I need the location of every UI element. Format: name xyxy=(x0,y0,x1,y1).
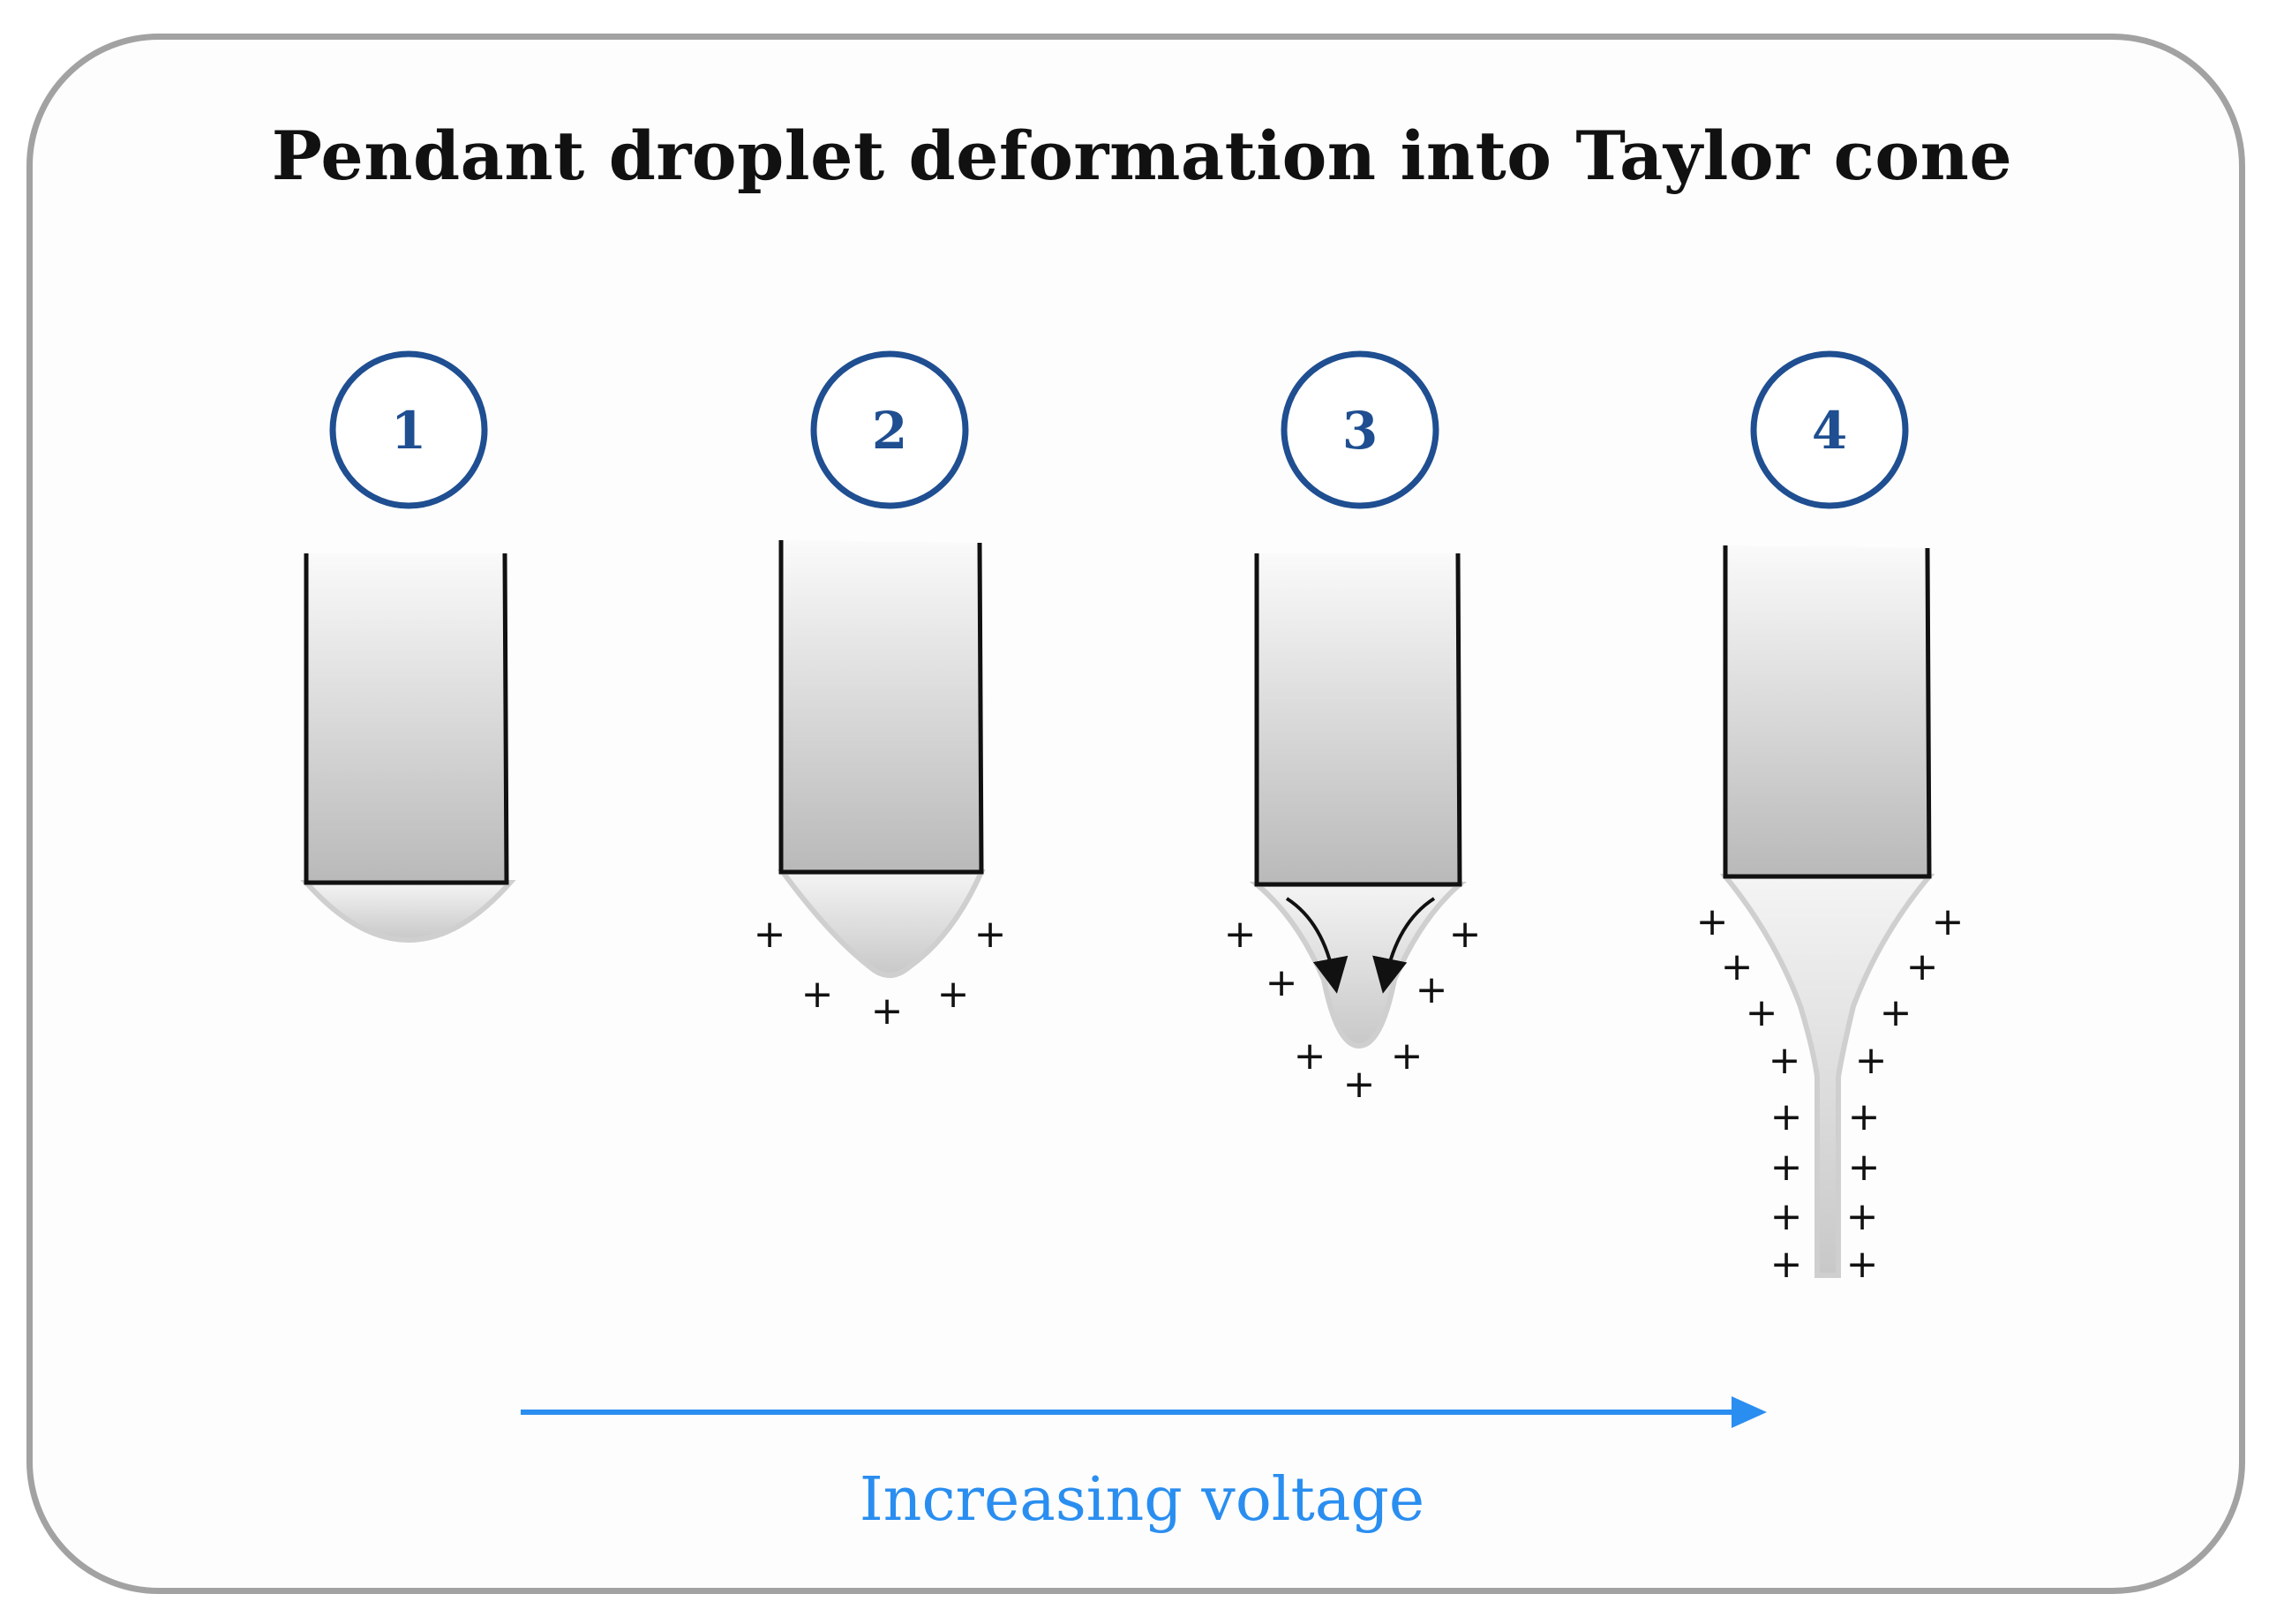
step-1-badge xyxy=(329,350,488,509)
voltage-arrow-label: Increasing voltage xyxy=(859,1465,1425,1535)
step-4-label: 4 xyxy=(1812,401,1847,461)
charge-mark: + xyxy=(1391,1034,1424,1079)
charge-mark: + xyxy=(1932,899,1965,944)
charge-mark: + xyxy=(1224,912,1257,957)
charge-mark: + xyxy=(1855,1038,1888,1083)
step-2-droplet xyxy=(778,869,986,978)
step-3-nozzle xyxy=(1257,553,1460,884)
step-2-charges: + + + + + xyxy=(754,912,1007,1034)
charge-mark: + xyxy=(1906,944,1939,989)
charge-mark: + xyxy=(1770,1194,1803,1239)
step-3-charges: + + + + + + + xyxy=(1224,912,1482,1107)
charge-mark: + xyxy=(871,989,904,1034)
flow-arrow-right xyxy=(1372,897,1436,994)
step-2: 2 + + + + + xyxy=(754,350,1007,1034)
step-4: 4 + + + + + + + + + + + + + + + + xyxy=(1696,350,1965,1287)
charge-mark: + xyxy=(937,972,970,1017)
diagram-title: Pendant droplet deformation into Taylor … xyxy=(271,117,2013,195)
step-4-badge xyxy=(1750,350,1909,509)
step-1-nozzle xyxy=(306,553,507,883)
charge-mark: + xyxy=(1449,912,1482,957)
charge-mark: + xyxy=(801,972,834,1017)
charge-mark: + xyxy=(1770,1145,1803,1190)
flow-arrow-left xyxy=(1285,897,1349,994)
charge-mark: + xyxy=(1769,1038,1801,1083)
charge-mark: + xyxy=(1343,1062,1376,1107)
step-2-badge xyxy=(810,350,969,509)
step-3-label: 3 xyxy=(1342,401,1378,461)
charge-mark: + xyxy=(1770,1242,1803,1287)
step-3: 3 + + + + + + + xyxy=(1224,350,1482,1107)
charge-mark: + xyxy=(754,912,786,957)
voltage-arrow xyxy=(521,1396,1767,1428)
charge-mark: + xyxy=(1848,1145,1881,1190)
charge-mark: + xyxy=(1294,1034,1326,1079)
charge-mark: + xyxy=(1846,1242,1879,1287)
step-1-label: 1 xyxy=(391,401,426,461)
step-4-charges: + + + + + + + + + + + + + + + + xyxy=(1696,899,1965,1287)
step-1: 1 xyxy=(300,350,516,943)
step-4-taylor-cone-jet xyxy=(1719,874,1935,1278)
step-2-nozzle xyxy=(781,540,981,872)
charge-mark: + xyxy=(1266,960,1298,1005)
charge-mark: + xyxy=(1746,990,1778,1035)
charge-mark: + xyxy=(1848,1094,1881,1139)
charge-mark: + xyxy=(1696,899,1729,944)
charge-mark: + xyxy=(974,912,1007,957)
charge-mark: + xyxy=(1880,990,1912,1035)
step-2-label: 2 xyxy=(872,401,907,461)
step-3-badge xyxy=(1281,350,1439,509)
charge-mark: + xyxy=(1770,1094,1803,1139)
charge-mark: + xyxy=(1846,1194,1879,1239)
step-1-droplet xyxy=(300,880,516,943)
charge-mark: + xyxy=(1721,944,1754,989)
step-4-nozzle xyxy=(1725,545,1929,876)
charge-mark: + xyxy=(1416,967,1448,1012)
